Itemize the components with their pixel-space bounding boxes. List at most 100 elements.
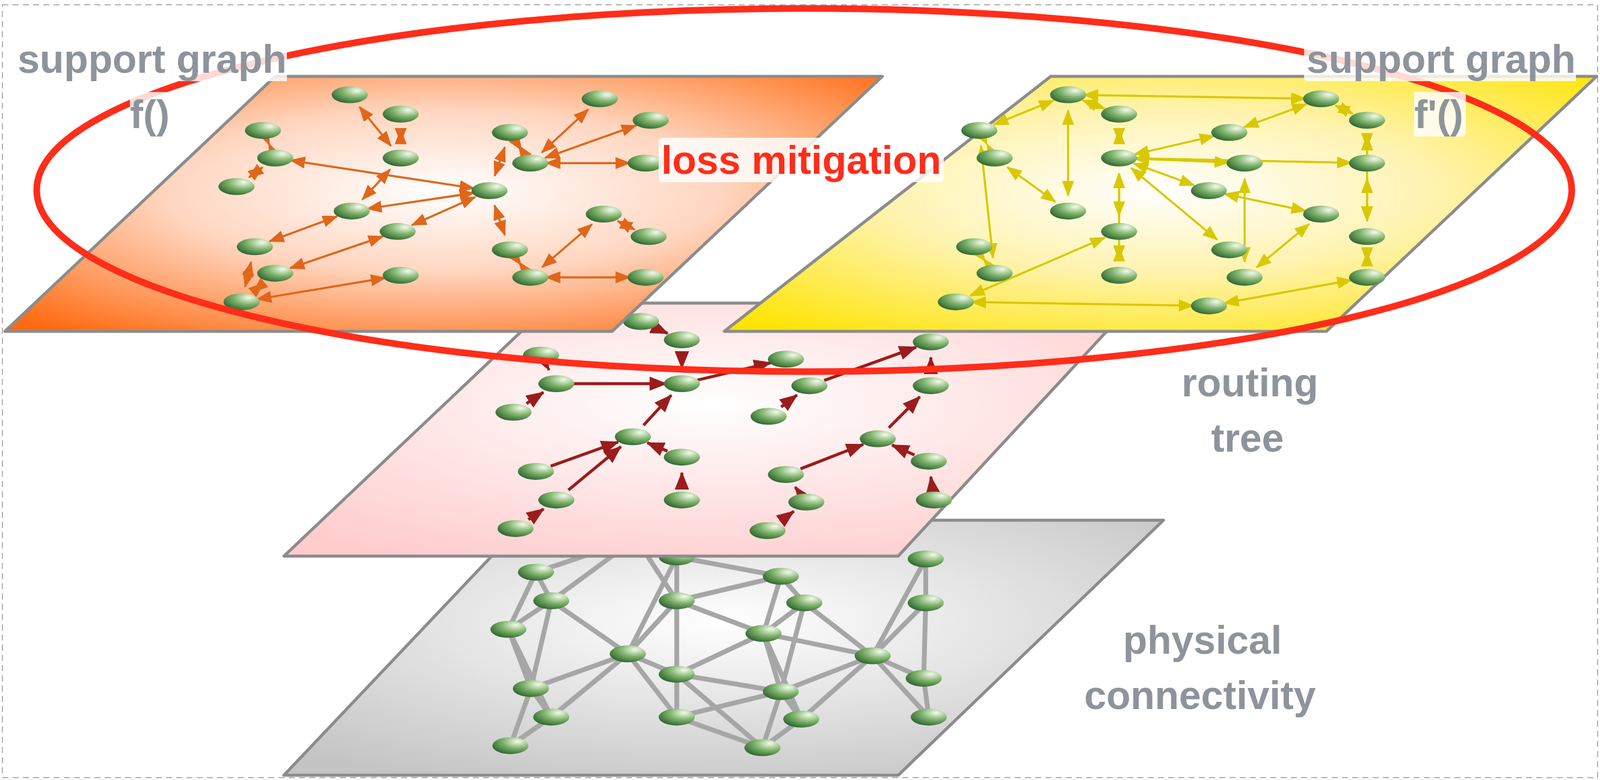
sensor-node <box>609 645 646 663</box>
sensor-node <box>383 267 420 284</box>
sensor-node <box>495 403 532 421</box>
sensor-node <box>1101 267 1138 284</box>
graph-arrow <box>1366 135 1368 221</box>
graph-arrow <box>1067 110 1069 196</box>
graph-arrow <box>291 160 475 189</box>
support-graph-layer: support graph f'() <box>724 76 1597 332</box>
physical-link <box>676 674 763 748</box>
graph-arrow <box>495 205 506 236</box>
sensor-node <box>956 238 993 256</box>
graph-arrow <box>1133 163 1194 186</box>
sensor-node <box>910 709 947 727</box>
physical-link <box>801 656 873 720</box>
sensor-node <box>383 149 420 167</box>
sensor-node <box>749 522 786 539</box>
label-text: loss mitigation <box>658 137 944 183</box>
graph-arrow <box>1131 168 1218 240</box>
sensor-node <box>492 737 529 755</box>
sensor-node <box>512 680 549 698</box>
graph-arrow <box>545 125 637 159</box>
sensor-node <box>663 448 700 466</box>
sensor-node <box>1349 228 1386 246</box>
label-text: physical connectivity <box>1083 617 1318 718</box>
sensor-node <box>497 520 534 538</box>
graph-arrow <box>249 167 263 178</box>
physical-link <box>530 653 628 689</box>
sensor-node <box>257 265 294 283</box>
sensor-node <box>745 624 782 642</box>
graph-arrow <box>290 236 384 269</box>
graph-arrow <box>546 276 631 279</box>
graph-arrow <box>1244 104 1308 127</box>
sensor-node <box>744 739 781 757</box>
sensor-node <box>1211 124 1248 142</box>
graph-arrow <box>546 368 551 370</box>
graph-arrow <box>400 129 402 143</box>
sensor-node <box>630 228 668 246</box>
layer-label: physical connectivity <box>1068 612 1334 724</box>
graph-arrow <box>888 396 920 428</box>
sensor-node <box>471 182 508 200</box>
sensor-node <box>750 407 787 425</box>
sensor-node <box>585 205 622 223</box>
sensor-node <box>581 90 618 108</box>
physical-link <box>530 600 551 689</box>
graph-arrow <box>795 487 797 490</box>
sensor-node <box>1349 154 1386 172</box>
sensor-node <box>538 375 575 393</box>
sensor-node <box>912 377 949 394</box>
physical-link <box>674 600 680 675</box>
sensor-node <box>380 223 417 240</box>
graph-arrow <box>1224 194 1307 212</box>
sensor-node <box>787 493 825 511</box>
graph-arrow <box>680 472 684 485</box>
graph-arrow <box>780 511 794 522</box>
layer-outline <box>724 76 1597 332</box>
layer-label: loss mitigation <box>658 132 944 188</box>
graph-arrow <box>800 444 863 470</box>
label-text: support graph f() <box>15 36 287 137</box>
sensor-node <box>910 452 947 470</box>
sensor-node <box>658 592 695 610</box>
sensor-node <box>614 428 651 446</box>
layer-plane <box>724 76 1597 332</box>
sensor-node <box>1303 205 1340 223</box>
sensor-node <box>786 594 823 612</box>
graph-arrow <box>542 224 593 268</box>
graph-arrow <box>618 221 636 230</box>
sensor-node <box>1227 154 1264 172</box>
sensor-node <box>938 293 975 311</box>
graph-arrow <box>412 197 476 226</box>
sensor-node <box>767 466 804 484</box>
sensor-node <box>1101 105 1138 123</box>
sensor-node <box>1211 241 1248 259</box>
sensor-node <box>257 149 294 167</box>
routing-tree-layer: routing tree <box>283 303 1133 557</box>
graph-arrow <box>1118 173 1120 260</box>
sensor-node <box>854 647 891 665</box>
sensor-node <box>1050 202 1087 220</box>
sensor-node <box>245 122 282 139</box>
layer-plane <box>283 303 1133 557</box>
layer-label: support graph f() <box>6 31 296 143</box>
sensor-node <box>783 710 820 728</box>
physical-link <box>627 600 677 654</box>
sensor-node <box>1303 90 1340 108</box>
graph-arrow <box>367 193 475 209</box>
sensor-node <box>1190 297 1228 315</box>
sensor-node <box>1101 223 1138 240</box>
sensor-node <box>1227 268 1264 286</box>
graph-arrow <box>647 442 668 452</box>
sensor-node <box>762 567 799 585</box>
sensor-node <box>915 491 952 509</box>
graph-arrow <box>362 169 391 200</box>
sensor-node <box>333 202 370 220</box>
graph-arrow <box>519 262 522 265</box>
sensor-node <box>658 709 695 727</box>
sensor-node <box>517 463 554 480</box>
sensor-node <box>512 268 549 286</box>
physical-link <box>872 603 926 657</box>
sensor-node <box>961 122 998 139</box>
sensor-node <box>492 241 529 259</box>
graph-arrow <box>643 395 671 426</box>
